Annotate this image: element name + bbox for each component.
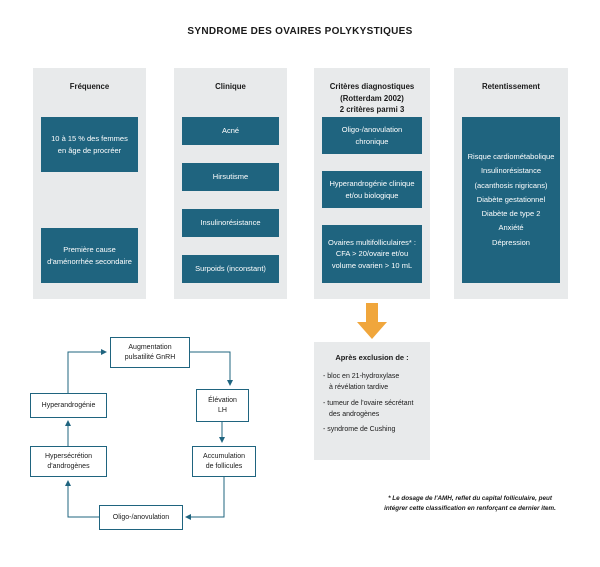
column-clinique-header: Clinique (215, 82, 246, 91)
exclusion-item-cushing: - syndrome de Cushing (323, 426, 396, 434)
column-clinique-body: Acné Hirsutisme Insulinorésistance Surpo… (174, 117, 287, 299)
column-criteres-body: Oligo-/anovulation chronique Hyperandrog… (314, 117, 430, 299)
cycle-node-accumulation-follicules: Accumulation de follicules (192, 446, 256, 477)
info-box-oligo-anovulation: Oligo-/anovulation chronique (322, 117, 422, 154)
cycle-node-hypersecretion-androgenes: Hypersécrétion d'androgènes (30, 446, 107, 477)
info-box-retentissement: Risque cardiométabolique Insulinorésista… (462, 117, 560, 283)
arrow-oligo-to-hypersecretion (65, 480, 99, 518)
exclusion-item-tumeur-ovaire: - tumeur de l'ovaire sécrétant des andro… (323, 399, 414, 418)
info-box-ovaires-multifolliculaires: Ovaires multifolliculaires* : CFA > 20/o… (322, 225, 422, 283)
cycle-arrows (65, 349, 233, 520)
cycle-node-gnrh: Augmentation pulsatilité GnRH (110, 337, 190, 368)
exclusion-title: Après exclusion de : (335, 353, 409, 362)
info-box-insulinoresistance: Insulinorésistance (182, 209, 279, 237)
amh-footnote: * Le dosage de l'AMH, reflet du capital … (384, 495, 556, 513)
cycle-node-hyperandrogenie: Hyperandrogénie (30, 393, 107, 418)
arrow-gnrh-to-lh (190, 351, 233, 386)
column-retentissement-header: Retentissement (481, 82, 541, 91)
exclusion-item-21-hydroxylase: - bloc en 21-hydroxylase à révélation ta… (323, 373, 400, 391)
column-retentissement-body: Risque cardiométabolique Insulinorésista… (454, 117, 568, 299)
column-criteres-header: Critères diagnostiques (Rotterdam 2002) … (329, 82, 415, 115)
exclusion-box: Après exclusion de : - bloc en 21-hydrox… (314, 342, 430, 460)
info-box-hyperandrogenie: Hyperandrogénie clinique et/ou biologiqu… (322, 171, 422, 208)
info-box-frequence-1: 10 à 15 % des femmes en âge de procréer (41, 117, 138, 172)
info-box-hirsutisme: Hirsutisme (182, 163, 279, 191)
down-arrow-icon (357, 303, 387, 339)
info-box-surpoids: Surpoids (inconstant) (182, 255, 279, 283)
column-frequence: Fréquence 10 à 15 % des femmes en âge de… (33, 68, 146, 299)
page-title: SYNDROME DES OVAIRES POLYKYSTIQUES (187, 26, 413, 37)
column-frequence-body: 10 à 15 % des femmes en âge de procréer … (33, 117, 146, 299)
column-criteres: Critères diagnostiques (Rotterdam 2002) … (314, 68, 430, 299)
info-box-frequence-2: Première cause d'aménorrhée secondaire (41, 228, 138, 283)
arrow-hyperandrogenie-to-gnrh (67, 349, 107, 393)
column-frequence-header: Fréquence (69, 82, 110, 91)
arrow-follicules-to-oligo (185, 477, 225, 520)
column-clinique: Clinique Acné Hirsutisme Insulinorésista… (174, 68, 287, 299)
info-box-acne: Acné (182, 117, 279, 145)
cycle-node-elevation-lh: Élévation LH (196, 389, 249, 422)
column-retentissement: Retentissement Risque cardiométabolique … (454, 68, 568, 299)
cycle-node-oligo-anovulation: Oligo-/anovulation (99, 505, 183, 530)
